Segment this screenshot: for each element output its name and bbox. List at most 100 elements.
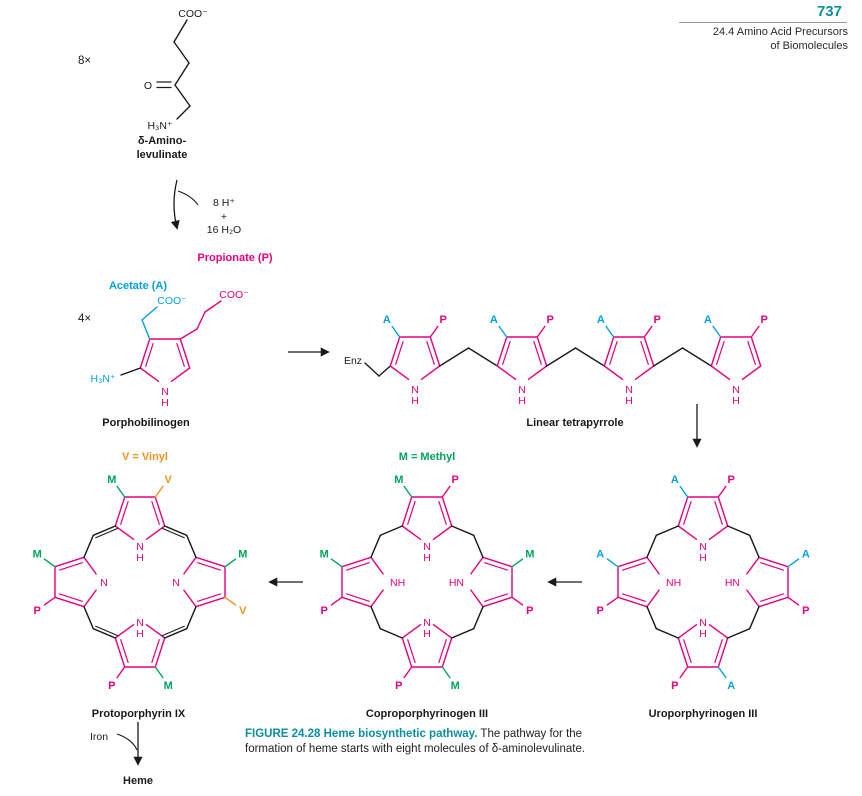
bond bbox=[185, 606, 197, 630]
atom-label: N bbox=[732, 384, 740, 396]
bond bbox=[679, 485, 689, 498]
bond bbox=[173, 19, 188, 43]
bond bbox=[749, 534, 760, 558]
bond bbox=[395, 341, 404, 365]
bond bbox=[438, 639, 447, 664]
bond bbox=[114, 637, 126, 668]
bond bbox=[727, 525, 751, 536]
name-aminolevulinate-line2: levulinate bbox=[136, 148, 188, 161]
substituent-a-label: A bbox=[490, 314, 498, 326]
atom-label: N bbox=[136, 617, 144, 629]
bond bbox=[634, 365, 655, 380]
bond bbox=[574, 347, 605, 367]
bond bbox=[429, 336, 441, 367]
bond bbox=[708, 525, 729, 540]
bond bbox=[640, 341, 649, 365]
bond bbox=[401, 637, 413, 668]
substituent-v-label: V bbox=[165, 474, 173, 486]
bond bbox=[83, 589, 97, 608]
bond bbox=[441, 666, 451, 679]
atom-label: N bbox=[161, 386, 169, 398]
figure-caption-heading: FIGURE 24.28 Heme biosynthetic pathway. bbox=[245, 728, 478, 740]
bond bbox=[646, 534, 657, 558]
bond bbox=[154, 485, 164, 498]
name-porphobilinogen: Porphobilinogen bbox=[102, 417, 190, 429]
bond bbox=[114, 525, 135, 540]
atom-label: N bbox=[100, 577, 108, 589]
atom-label: H bbox=[423, 628, 431, 640]
bond bbox=[114, 496, 126, 527]
substituent-p-label: P bbox=[321, 605, 328, 617]
substituent-p-label: P bbox=[108, 680, 115, 692]
bond bbox=[346, 562, 370, 571]
bond bbox=[154, 496, 166, 527]
substituent-p-label: P bbox=[671, 680, 678, 692]
bond bbox=[653, 347, 684, 367]
bond bbox=[401, 624, 422, 639]
bond bbox=[536, 336, 548, 367]
bond bbox=[183, 589, 197, 608]
bond bbox=[714, 639, 723, 664]
substituent-a-label: A bbox=[802, 549, 810, 561]
bond bbox=[716, 341, 725, 365]
atom-label: N bbox=[625, 384, 633, 396]
bond bbox=[677, 496, 689, 527]
bond bbox=[341, 556, 372, 568]
atom-label: NH bbox=[666, 577, 681, 589]
atom-label: HN bbox=[725, 577, 740, 589]
bond bbox=[139, 367, 160, 382]
bond bbox=[145, 525, 166, 540]
bond bbox=[717, 496, 729, 527]
bond bbox=[330, 596, 343, 606]
name-heme: Heme bbox=[123, 775, 153, 787]
atom-label: H bbox=[411, 395, 419, 407]
bond bbox=[438, 501, 447, 525]
name-aminolevulinate: δ-Amino- levulinate bbox=[110, 135, 214, 163]
bond bbox=[389, 336, 401, 367]
bond bbox=[677, 624, 698, 639]
arrow-byproducts bbox=[177, 190, 199, 206]
bond bbox=[58, 562, 83, 571]
bond bbox=[749, 606, 760, 630]
bond bbox=[370, 556, 384, 575]
bond bbox=[43, 558, 56, 568]
substituent-a-label: A bbox=[727, 680, 735, 692]
bond bbox=[330, 558, 343, 568]
bond bbox=[92, 525, 117, 536]
bond bbox=[617, 556, 648, 568]
bond bbox=[54, 556, 85, 568]
bond bbox=[439, 347, 470, 367]
bond bbox=[496, 336, 508, 367]
bond bbox=[145, 343, 154, 367]
substituent-p-label: P bbox=[526, 605, 533, 617]
bond bbox=[196, 311, 206, 330]
bond bbox=[655, 628, 679, 639]
atom-label: N bbox=[699, 617, 707, 629]
bond bbox=[451, 525, 475, 536]
bond bbox=[83, 556, 97, 575]
bond bbox=[379, 628, 403, 639]
bond bbox=[120, 367, 142, 376]
bond bbox=[151, 501, 160, 525]
atom-label: HN bbox=[449, 577, 464, 589]
bond bbox=[605, 325, 615, 338]
substituent-p-label: P bbox=[728, 474, 735, 486]
bond bbox=[151, 639, 160, 664]
section-title-line2: of Biomolecules bbox=[770, 39, 848, 52]
bond bbox=[714, 501, 723, 525]
bond bbox=[176, 343, 185, 367]
bond bbox=[546, 347, 577, 367]
bond bbox=[379, 525, 403, 536]
atom-label: N bbox=[172, 577, 180, 589]
bond bbox=[346, 593, 370, 602]
bond bbox=[621, 562, 646, 571]
bond bbox=[92, 628, 117, 639]
count-pbg: 4× bbox=[78, 313, 92, 325]
atom-label: N bbox=[423, 541, 431, 553]
bond bbox=[496, 365, 517, 380]
bond bbox=[161, 625, 185, 637]
bond bbox=[174, 84, 191, 107]
bond bbox=[655, 525, 679, 536]
bond bbox=[43, 596, 56, 606]
